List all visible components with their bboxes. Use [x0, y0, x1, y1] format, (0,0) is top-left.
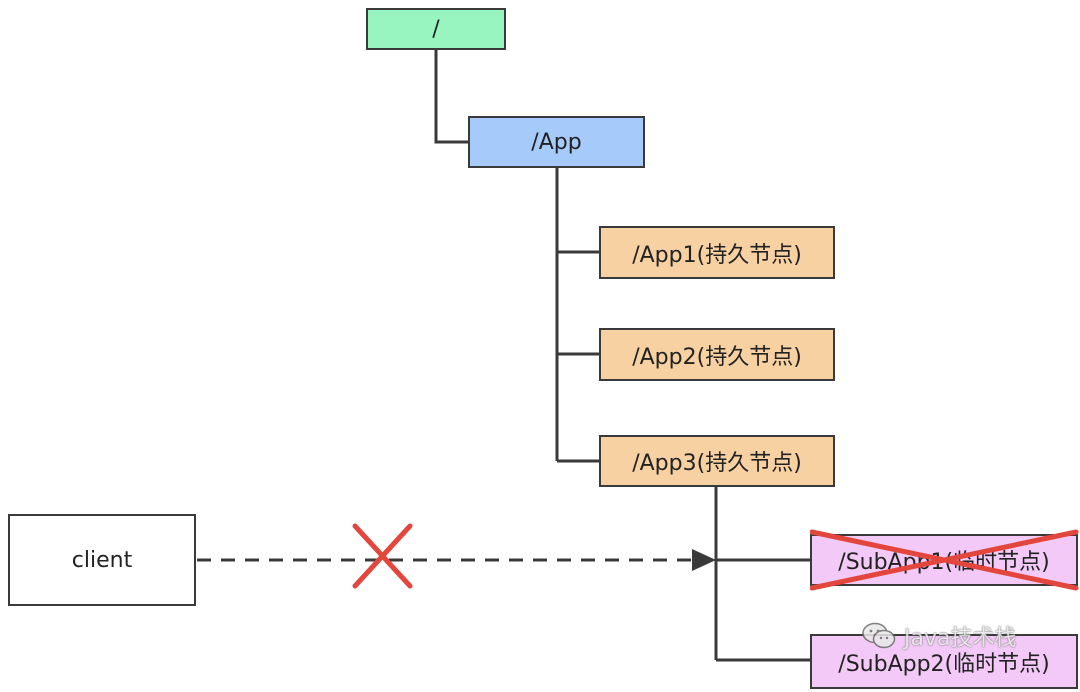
node-app[interactable]: /App: [468, 116, 645, 168]
node-client[interactable]: client: [8, 514, 196, 606]
deleted-node-cross-icon: [810, 529, 1079, 591]
disconnect-cross-icon: [352, 523, 413, 589]
wechat-icon: [862, 622, 896, 649]
watermark: Java技术栈: [862, 620, 1016, 652]
node-client-label: client: [71, 547, 133, 573]
node-root-label: /: [432, 16, 440, 42]
node-app1-label: /App1(持久节点): [632, 242, 802, 268]
node-app2[interactable]: /App2(持久节点): [599, 328, 835, 381]
node-app2-label: /App2(持久节点): [632, 344, 802, 370]
node-root[interactable]: /: [366, 8, 506, 50]
watermark-text: Java技术栈: [904, 626, 1017, 651]
node-subapp2[interactable]: /SubApp2(临时节点): [810, 634, 1078, 689]
node-app3-label: /App3(持久节点): [632, 451, 802, 476]
node-subapp2-label: /SubApp2(临时节点): [838, 651, 1050, 677]
session-arrowhead: [692, 549, 716, 571]
tree-connectors: [434, 50, 810, 662]
node-app-label: /App: [531, 129, 582, 155]
connector-root-app: [434, 50, 468, 144]
node-app1[interactable]: /App1(持久节点): [599, 226, 835, 279]
node-app3[interactable]: /App3(持久节点): [599, 435, 835, 487]
